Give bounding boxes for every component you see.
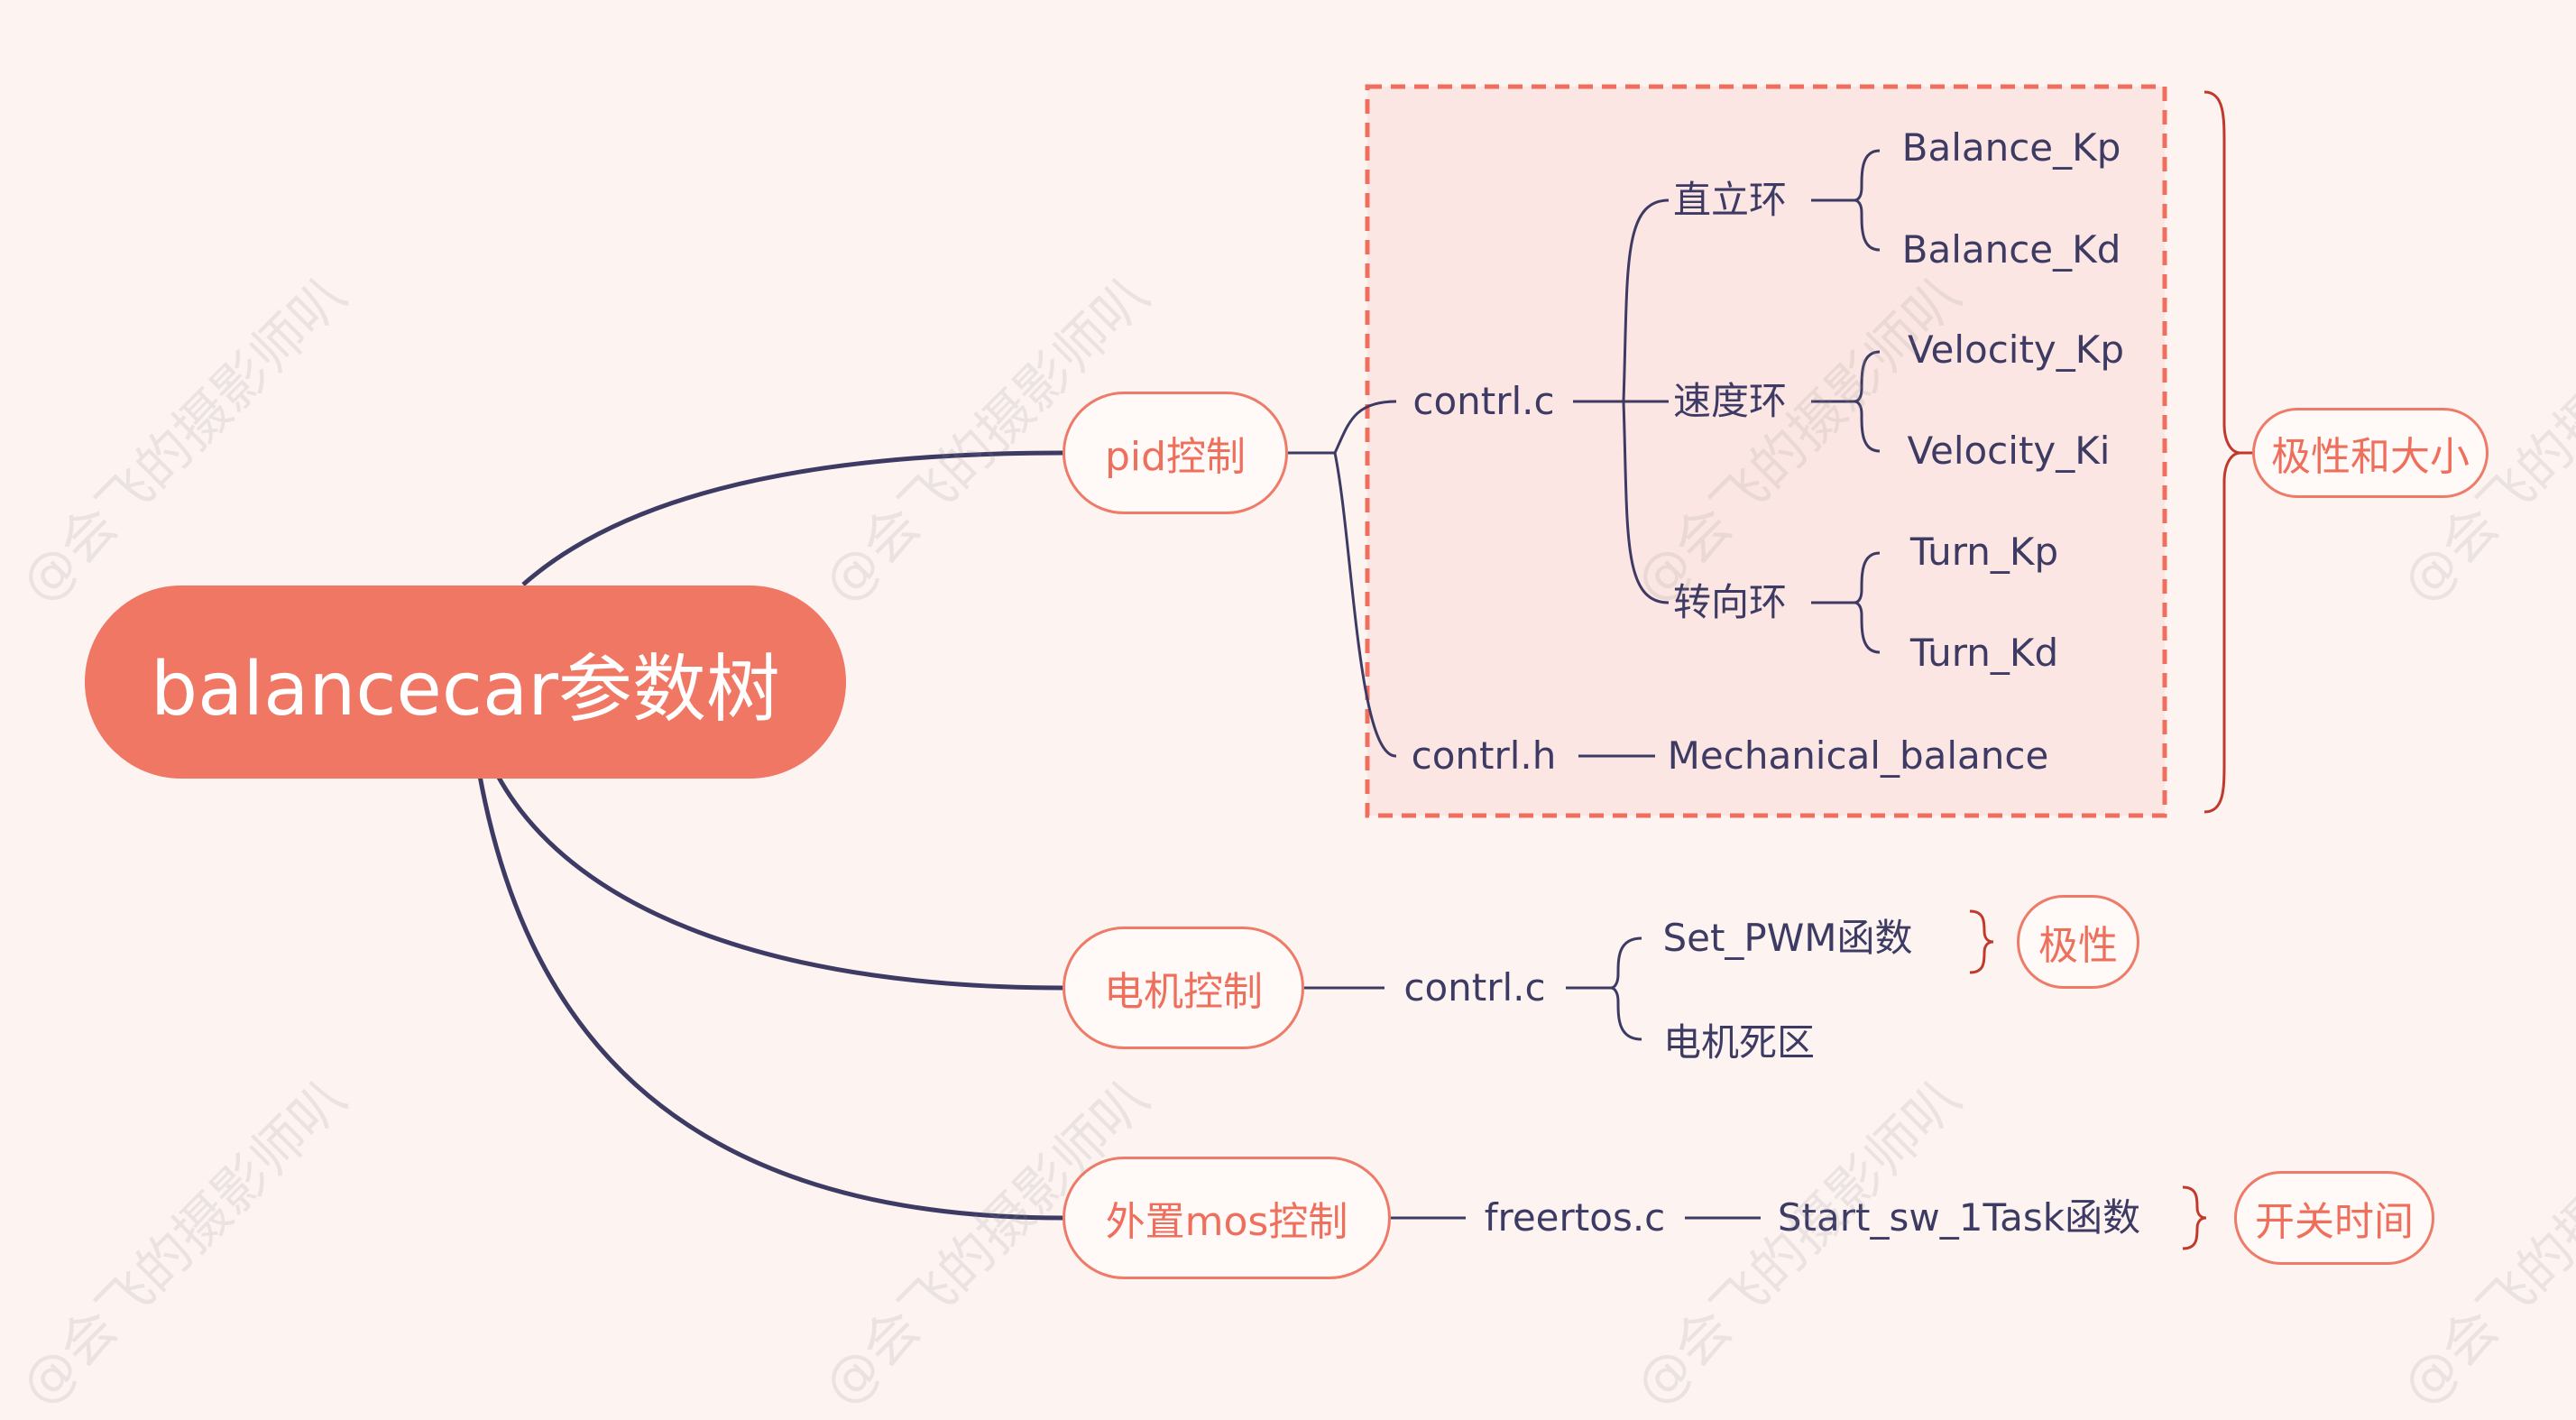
- node-turn-loop[interactable]: 转向环: [1672, 580, 1788, 624]
- node-contrl-c[interactable]: contrl.c: [1412, 379, 1555, 423]
- note-brace-mos: [2182, 1185, 2207, 1250]
- connector-root-motor: [495, 774, 1063, 991]
- connector-pid-contrlc: [1333, 400, 1397, 454]
- branch-motor-control[interactable]: 电机控制: [1063, 927, 1304, 1049]
- connector-contrlc-turn: [1622, 401, 1670, 604]
- connector-root-mos: [477, 775, 1063, 1221]
- connector-speed-brace: [1854, 350, 1881, 453]
- note-brace-motor: [1969, 909, 1994, 974]
- connector-contrlc-upright: [1622, 198, 1670, 402]
- node-balance-kp[interactable]: Balance_Kp: [1901, 125, 2121, 170]
- node-mechanical-balance[interactable]: Mechanical_balance: [1667, 733, 2049, 778]
- connector-upright-brace: [1854, 149, 1881, 252]
- connector-root-pid: [521, 450, 1063, 586]
- pid-group-box: [1365, 84, 2167, 818]
- node-motor-contrl-c[interactable]: contrl.c: [1403, 965, 1546, 1010]
- note-polarity[interactable]: 极性: [2017, 895, 2139, 989]
- node-start-sw-task[interactable]: Start_sw_1Task函数: [1777, 1195, 2141, 1240]
- note-brace-pid: [2203, 90, 2241, 814]
- branch-pid-control[interactable]: pid控制: [1063, 392, 1288, 514]
- node-turn-kd[interactable]: Turn_Kd: [1909, 631, 2059, 675]
- node-motor-dead-zone[interactable]: 电机死区: [1662, 1020, 1816, 1065]
- node-velocity-kp[interactable]: Velocity_Kp: [1908, 327, 2124, 372]
- connector-turn-brace: [1854, 551, 1881, 654]
- mindmap-canvas: balancecar参数树 pid控制 电机控制 外置mos控制 contrl.…: [8, 84, 2576, 1418]
- node-velocity-ki[interactable]: Velocity_Ki: [1907, 429, 2111, 473]
- connector-motor-brace: [1610, 936, 1642, 1041]
- node-contrl-h[interactable]: contrl.h: [1411, 733, 1557, 778]
- root-node[interactable]: balancecar参数树: [85, 586, 846, 779]
- node-balance-kd[interactable]: Balance_Kd: [1901, 227, 2121, 272]
- connector-pid-contrlh: [1333, 452, 1397, 758]
- note-switch-time[interactable]: 开关时间: [2234, 1171, 2434, 1265]
- node-upright-loop[interactable]: 直立环: [1672, 178, 1788, 222]
- note-polarity-magnitude[interactable]: 极性和大小: [2252, 408, 2489, 498]
- node-freertos-c[interactable]: freertos.c: [1484, 1195, 1666, 1240]
- branch-external-mos[interactable]: 外置mos控制: [1063, 1157, 1391, 1279]
- node-set-pwm[interactable]: Set_PWM函数: [1662, 916, 1913, 960]
- node-turn-kp[interactable]: Turn_Kp: [1909, 530, 2059, 574]
- connector-lines: [477, 84, 2260, 1250]
- node-speed-loop[interactable]: 速度环: [1672, 379, 1788, 423]
